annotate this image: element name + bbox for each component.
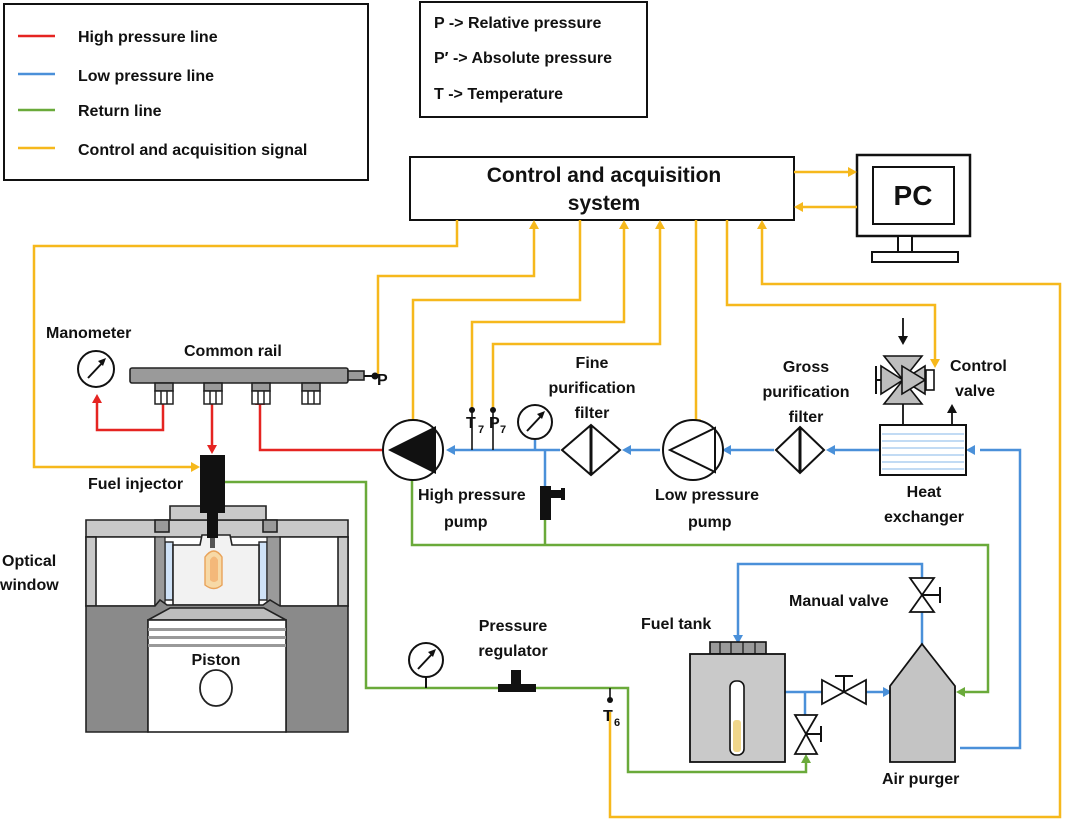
fine-filter-label-line1: Fine [576, 355, 609, 372]
pressure-regulator-label-line2: regulator [478, 643, 547, 660]
signal-lines [32, 220, 1062, 819]
sensor-t7-sub: 7 [478, 424, 484, 436]
pc-icon: PC [855, 153, 972, 263]
control-system-label-line2: system [568, 192, 640, 215]
air-purger-label: Air purger [882, 771, 959, 788]
sensor-p7 [490, 407, 496, 450]
control-system-box: Control and acquisition system [409, 156, 795, 221]
legend-label-low-pressure: Low pressure line [78, 68, 214, 85]
return-gauge [408, 642, 444, 688]
high-pressure-pump-label-line2: pump [444, 514, 488, 531]
low-pressure-pump-label-line2: pump [688, 514, 732, 531]
fuel-tank [689, 641, 786, 763]
tank-return-valve [793, 714, 822, 755]
pressure-regulator [498, 670, 536, 692]
pc-signal-arrows [794, 167, 857, 212]
high-pressure-pump-label-line1: High pressure [418, 487, 526, 504]
common-rail [129, 367, 379, 405]
high-pressure-lines [92, 394, 383, 454]
optical-engine [85, 455, 349, 733]
pressure-regulator-label-line1: Pressure [479, 618, 548, 635]
heat-exchanger-label-line1: Heat [907, 484, 942, 501]
legend-label-signal: Control and acquisition signal [78, 142, 307, 159]
legend-symbol-absolute-pressure: P′ -> Absolute pressure [434, 50, 612, 67]
gross-filter-label-line2: purification [762, 384, 849, 401]
rail-pressure-sensor-label: P [377, 372, 388, 389]
legend-symbol-relative-pressure: P -> Relative pressure [434, 15, 601, 32]
heat-exchanger [879, 424, 967, 476]
filter-pressure-gauge [517, 404, 553, 440]
optical-window-label-line1: Optical [2, 553, 56, 570]
common-rail-label: Common rail [184, 343, 282, 360]
control-valve-label-line2: valve [955, 383, 995, 400]
legend-lines: High pressure line Low pressure line Ret… [3, 3, 369, 181]
low-pressure-lines [446, 440, 1022, 750]
low-pressure-pump-label-line1: Low pressure [655, 487, 759, 504]
legend-label-return: Return line [78, 103, 162, 120]
control-valve [875, 318, 957, 425]
piston-label: Piston [192, 652, 241, 669]
relief-valve [540, 486, 565, 520]
legend-symbols: P -> Relative pressure P′ -> Absolute pr… [419, 1, 648, 118]
sensor-t7-letter: T [466, 415, 476, 432]
air-purger [889, 642, 956, 763]
fuel-tank-label: Fuel tank [641, 616, 711, 633]
manometer-label: Manometer [46, 325, 131, 342]
control-system-label-line1: Control and acquisition [487, 164, 722, 187]
control-valve-label-line1: Control [950, 358, 1007, 375]
sensor-t6-letter: T [603, 708, 613, 725]
gross-filter-label-line3: filter [789, 409, 824, 426]
heat-exchanger-label-line2: exchanger [884, 509, 964, 526]
manual-valve [908, 577, 941, 613]
gross-filter-label-line1: Gross [783, 359, 829, 376]
sensor-p7-sub: 7 [500, 424, 506, 436]
low-pressure-pump [662, 419, 724, 481]
return-lines [225, 470, 990, 774]
fuel-injector-label: Fuel injector [88, 476, 183, 493]
sensor-t6-sub: 6 [614, 717, 620, 729]
optical-window-label-line2: window [0, 577, 59, 594]
sensor-t6 [607, 688, 613, 703]
manometer-gauge [77, 350, 115, 388]
sensor-p7-letter: P [489, 415, 500, 432]
high-pressure-pump [382, 419, 444, 481]
fine-filter-label-line2: purification [548, 380, 635, 397]
legend-symbol-temperature: T -> Temperature [434, 86, 563, 103]
tank-outlet-valve [821, 675, 867, 706]
fine-filter-label-line3: filter [575, 405, 610, 422]
pc-label: PC [894, 180, 933, 211]
gross-filter [774, 425, 826, 475]
sensor-t7 [469, 407, 475, 450]
legend-label-high-pressure: High pressure line [78, 29, 218, 46]
manual-valve-label: Manual valve [789, 593, 889, 610]
fine-filter [560, 423, 622, 477]
